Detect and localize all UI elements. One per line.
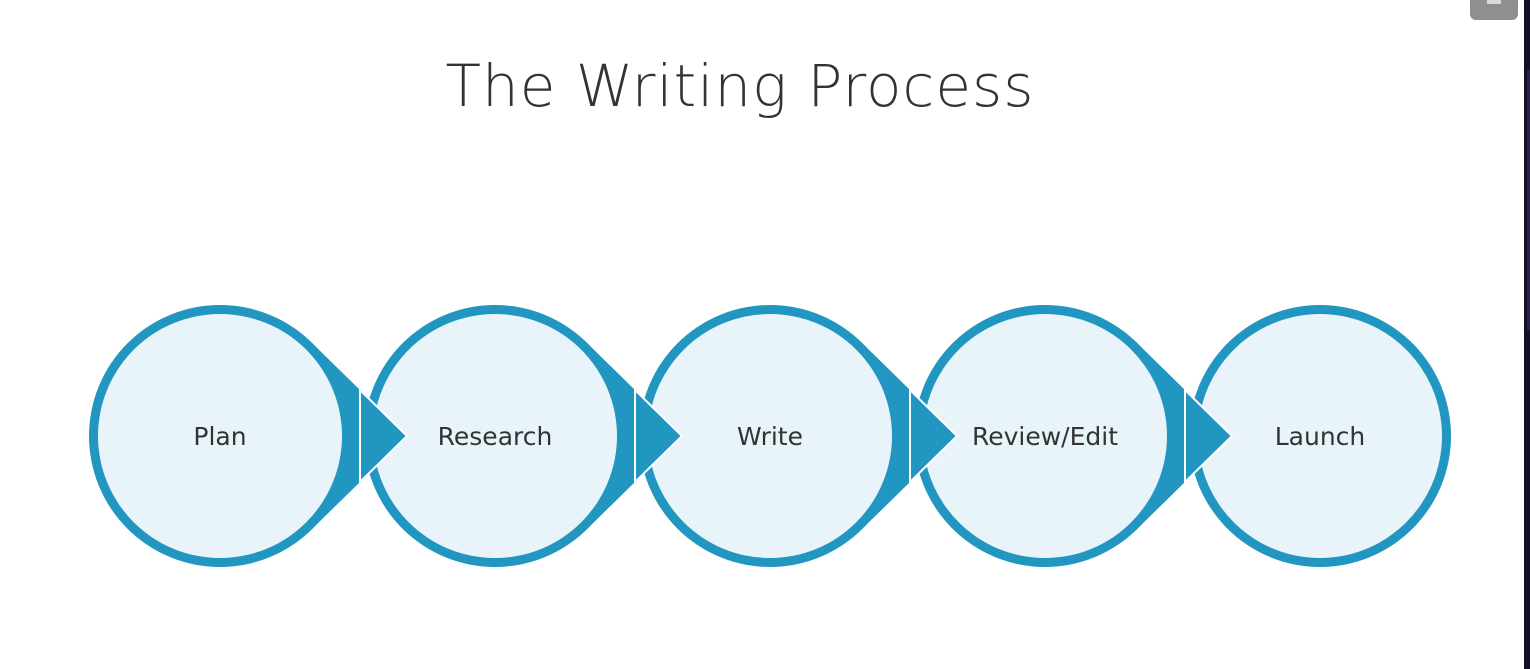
process-step-research [364, 305, 682, 567]
process-steps: Plan Research Write Review/Edit Launch [89, 305, 1451, 567]
step-circle [648, 314, 892, 558]
arrow-tip-icon [359, 387, 409, 485]
step-label: Plan [193, 422, 246, 451]
arrow-tip-icon [634, 387, 684, 485]
process-step-review-edit [914, 305, 1232, 567]
step-label: Launch [1275, 422, 1366, 451]
slide-title: The Writing Process [445, 52, 1035, 120]
step-circle [98, 314, 342, 558]
window-edge-accent [1527, 70, 1530, 330]
step-circle [373, 314, 617, 558]
step-label: Write [737, 422, 803, 451]
step-circle [923, 314, 1167, 558]
arrow-tip-icon [909, 387, 959, 485]
window-edge [1524, 0, 1530, 669]
process-step-launch [1189, 305, 1451, 567]
step-label: Review/Edit [972, 422, 1118, 451]
arrow-tip-icon [1184, 387, 1234, 485]
slide-menu-button[interactable] [1470, 0, 1518, 20]
process-step-plan [89, 305, 407, 567]
menu-icon [1487, 0, 1501, 4]
step-label: Research [438, 422, 553, 451]
step-circle [1198, 314, 1442, 558]
